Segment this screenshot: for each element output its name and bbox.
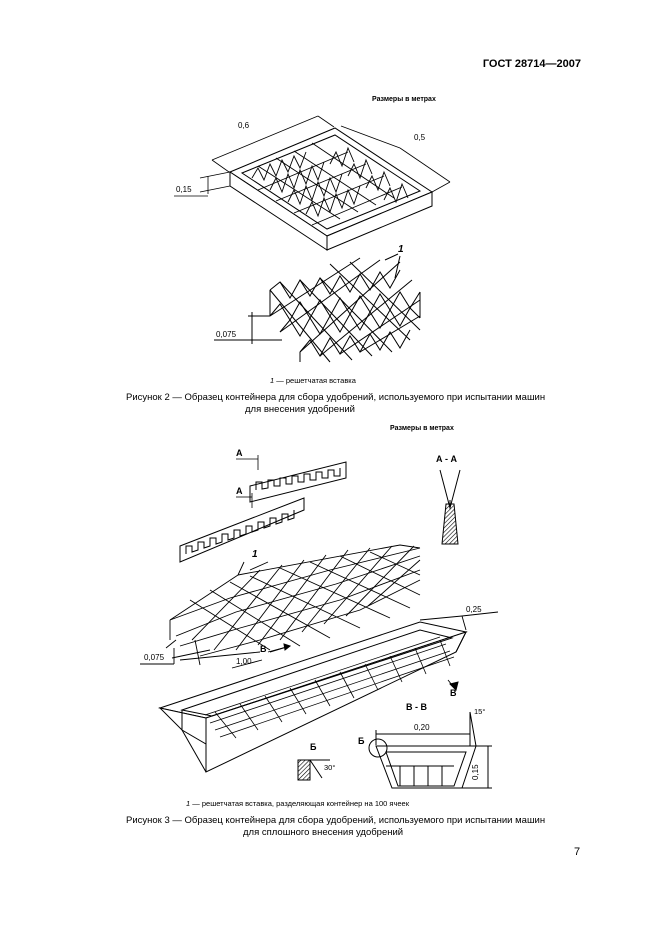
fig3-detail-b [297, 759, 330, 781]
fig3-comb-strip-top [249, 461, 347, 503]
fig3-dim-length: 1,00 [236, 657, 252, 666]
fig3-container [158, 621, 468, 773]
fig3-arrow-b-label: В [260, 644, 267, 654]
fig3-comb-strip-bottom [179, 497, 305, 563]
fig2-caption-line1: Рисунок 2 — Образец контейнера для сбора… [126, 392, 546, 403]
fig2-legend-num: 1 [270, 376, 275, 385]
fig2-dim-length: 0,6 [238, 121, 250, 130]
fig2-grid-insert [214, 253, 421, 363]
fig2-callout: 1 [398, 244, 404, 255]
fig3-angle-b: 15° [474, 707, 485, 716]
fig3-section-a-lines [236, 455, 259, 508]
fig3-detail-label: Б [310, 742, 317, 752]
fig3-arrow-a-top: А [236, 448, 243, 458]
fig3-arrow-b-label-right: В [450, 688, 457, 698]
fig3-legend-text: — решетчатая вставка, разделяющая контей… [192, 799, 410, 808]
fig3-detail-marker: Б [358, 736, 365, 746]
fig2-dim-height: 0,15 [176, 185, 192, 194]
fig2-dim-width: 0,5 [414, 133, 426, 142]
fig3-legend-num: 1 [186, 799, 191, 808]
fig3-section-a-label: А - А [436, 454, 457, 464]
fig3-caption-line2: для сплошного внесения удобрений [243, 827, 404, 838]
fig3-angle-detail: 30° [324, 763, 335, 772]
fig2-container [228, 127, 434, 251]
fig3-dim-width: 0,25 [466, 605, 482, 614]
fig3-caption-line1: Рисунок 3 — Образец контейнера для сбора… [126, 815, 546, 826]
fig3-legend: 1 — решетчатая вставка, разделяющая конт… [186, 799, 409, 808]
fig2-legend: 1 — решетчатая вставка [270, 376, 356, 385]
fig3-dim-section-width: 0,20 [414, 723, 430, 732]
fig2-container-grid [251, 142, 409, 226]
fig2-dim-lines [174, 115, 451, 197]
fig3-dim-insert-height: 0,075 [144, 653, 165, 662]
fig3-arrow-b [269, 643, 459, 691]
standard-header: ГОСТ 28714—2007 [482, 58, 581, 70]
fig3-grid-insert [140, 544, 499, 691]
fig3-section-b-label: В - В [406, 702, 427, 712]
fig2-caption-line2: для внесения удобрений [245, 404, 355, 415]
fig2-units-note: Размеры в метрах [372, 96, 436, 103]
fig3-section-a-blade [439, 469, 461, 545]
fig3-section-b [368, 711, 492, 789]
fig3-dim-section-height: 0,15 [471, 764, 480, 780]
page-number: 7 [574, 846, 581, 858]
fig3-callout: 1 [252, 549, 258, 560]
fig3-arrow-a-bottom: А [236, 486, 243, 496]
fig2-dim-insert-height: 0,075 [216, 330, 237, 339]
fig3-units-note: Размеры в метрах [390, 425, 454, 432]
fig2-legend-text: — решетчатая вставка [276, 376, 356, 385]
